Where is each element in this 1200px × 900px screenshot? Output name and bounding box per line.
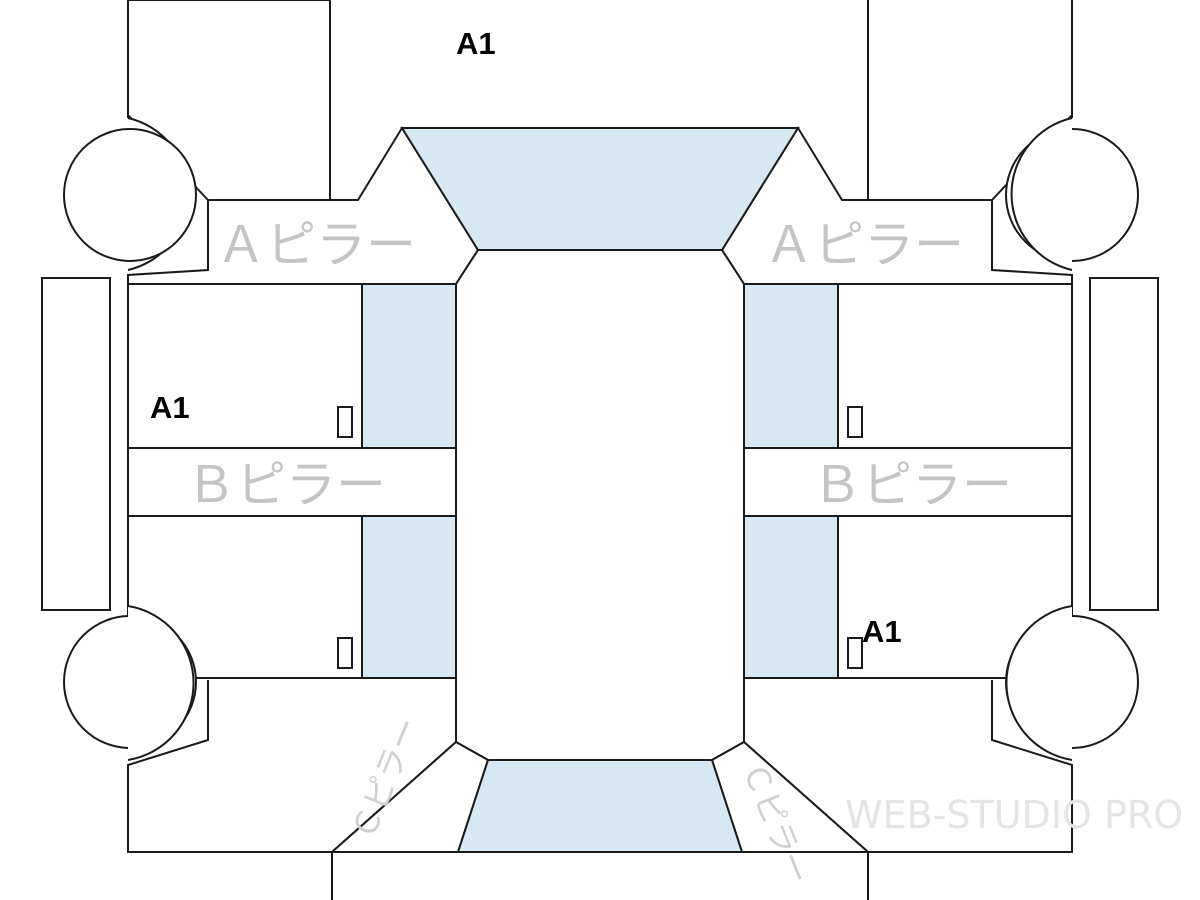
front-right-handle	[847, 406, 863, 438]
rear-right-quarter	[743, 677, 1073, 853]
front-right-window	[743, 283, 839, 449]
a-pillar-right-label: Ａピラー	[764, 216, 964, 274]
left-rocker-panel	[41, 277, 111, 611]
a-pillar-left-label: Ａピラー	[216, 216, 416, 274]
front-right-wheel-arch	[1010, 117, 1073, 271]
roof	[455, 249, 745, 761]
front-left-window	[361, 283, 457, 449]
front-left-handle	[337, 406, 353, 438]
b-pillar-left	[127, 447, 457, 517]
front-left-wheel	[63, 128, 197, 262]
front-left-door-marker: A1	[150, 390, 190, 425]
right-rocker-panel	[1089, 277, 1159, 611]
rear-window	[456, 759, 744, 853]
b-pillar-right	[743, 447, 1073, 517]
rear-right-handle	[847, 637, 863, 669]
rear-left-window	[361, 515, 457, 679]
rear-right-door-marker: A1	[862, 614, 902, 649]
b-pillar-right-label: Ｂピラー	[812, 456, 1012, 514]
watermark: WEB-STUDIO PRO	[845, 793, 1183, 837]
rear-left-wheel-arch	[127, 605, 195, 761]
rear-left-quarter	[127, 677, 457, 853]
b-pillar-left-label: Ｂピラー	[186, 456, 386, 514]
trunk-lines	[331, 852, 869, 900]
rear-right-wheel-arch	[1005, 605, 1073, 761]
rear-right-window	[743, 515, 839, 679]
hood-marker: A1	[456, 26, 496, 61]
rear-left-handle	[337, 637, 353, 669]
